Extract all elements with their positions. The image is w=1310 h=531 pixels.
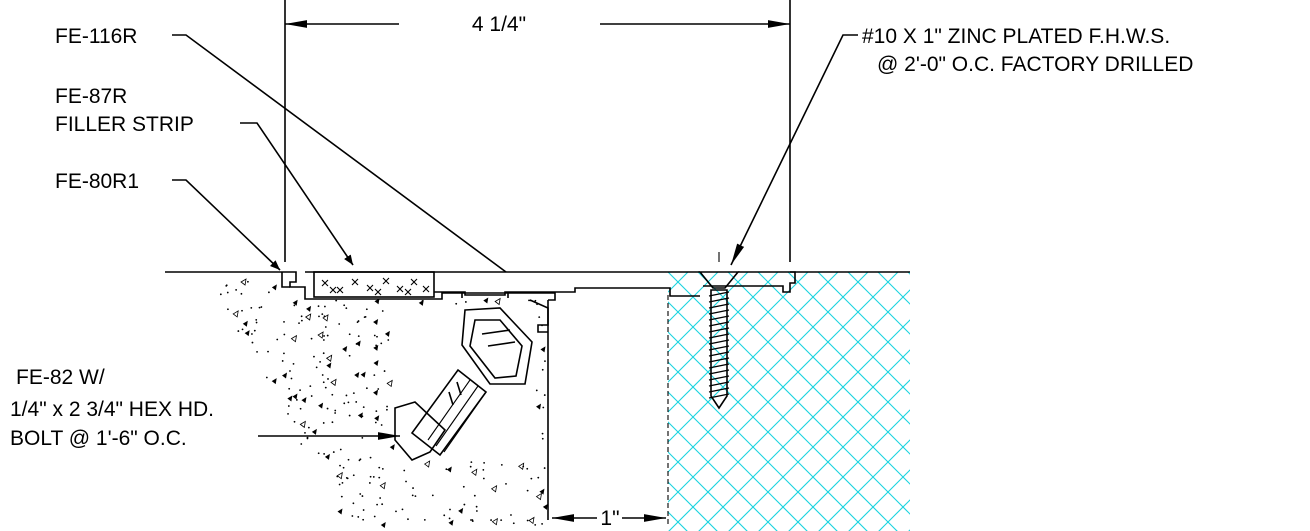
wood-substrate bbox=[667, 271, 910, 531]
label-fe87r-line1: FE-87R bbox=[55, 85, 127, 108]
screw-fhws bbox=[698, 252, 740, 410]
callout-fe87r: FE-87R FILLER STRIP bbox=[55, 85, 354, 266]
label-fe116r: FE-116R bbox=[55, 25, 137, 48]
label-fe87r-line2: FILLER STRIP bbox=[55, 113, 194, 136]
concrete-substrate bbox=[165, 271, 549, 528]
label-fe80r1: FE-80R1 bbox=[55, 170, 139, 193]
dim-gap-text: 1" bbox=[600, 507, 619, 530]
label-fe82-line2: 1/4" x 2 3/4" HEX HD. bbox=[10, 398, 214, 421]
dimension-joint-gap: 1" bbox=[552, 507, 666, 530]
dim-width-text: 4 1/4" bbox=[472, 13, 526, 36]
fe-82-anchor-bolt bbox=[394, 307, 533, 461]
fe-87r-filler-strip bbox=[313, 271, 435, 298]
label-screw-line1: #10 X 1" ZINC PLATED F.H.W.S. bbox=[862, 25, 1170, 48]
dimension-overall-width: 4 1/4" bbox=[284, 0, 791, 262]
callout-screw: #10 X 1" ZINC PLATED F.H.W.S. @ 2'-0" O.… bbox=[730, 25, 1193, 266]
concrete-aggregate-speckles bbox=[219, 278, 548, 528]
callout-fe116r: FE-116R bbox=[55, 25, 507, 273]
fe-116r-cover-plate bbox=[305, 271, 796, 298]
label-fe82-line3: BOLT @ 1'-6" O.C. bbox=[10, 427, 187, 450]
callout-fe80r1: FE-80R1 bbox=[55, 170, 281, 271]
callout-fe82: FE-82 W/ 1/4" x 2 3/4" HEX HD. BOLT @ 1'… bbox=[10, 366, 400, 450]
label-screw-line2: @ 2'-0" O.C. FACTORY DRILLED bbox=[877, 53, 1193, 76]
label-fe82-line1: FE-82 W/ bbox=[16, 366, 105, 389]
fe-80r1-base-frame bbox=[281, 271, 556, 333]
